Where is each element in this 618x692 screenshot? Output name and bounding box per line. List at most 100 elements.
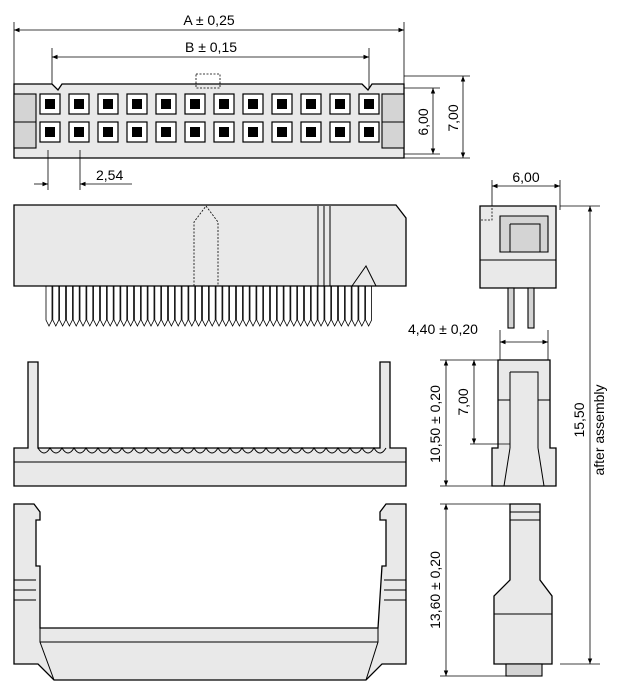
- side-strain-body: [491, 359, 557, 487]
- contact-tooth: [45, 286, 53, 327]
- contact-tooth: [304, 286, 311, 327]
- dimension-b-label: B ± 0,15: [185, 39, 237, 55]
- contact-tooth: [120, 286, 128, 327]
- latch-cover-body: [13, 503, 407, 681]
- dimension-total-height-label: 15,50: [571, 402, 587, 437]
- pin-contact: [306, 127, 316, 137]
- contact-tooth: [52, 286, 60, 327]
- contact-tooth: [181, 286, 189, 327]
- pin-contact: [132, 127, 142, 137]
- pin-contact: [103, 127, 113, 137]
- contact-tooth: [310, 286, 318, 327]
- contact-teeth: [45, 286, 372, 327]
- pin-contact: [364, 127, 374, 137]
- side-latch-body: [493, 503, 553, 665]
- pin-contact: [306, 99, 316, 109]
- contact-tooth: [161, 286, 168, 327]
- left-latch: [13, 93, 37, 149]
- contact-tooth: [188, 286, 196, 327]
- dimension-housing-height-label: 10,50 ± 0,20: [427, 385, 443, 463]
- pin-contact: [335, 99, 345, 109]
- pin-contact: [190, 99, 200, 109]
- contact-tooth: [174, 286, 182, 327]
- contact-tooth: [324, 286, 332, 327]
- pin-contact: [190, 127, 200, 137]
- dimension-row-inner-label: 6,00: [415, 108, 431, 135]
- pin-contact: [277, 99, 287, 109]
- dimension-latch-height-label: 7,00: [455, 388, 471, 415]
- dimension-a-label: A ± 0,25: [183, 12, 234, 28]
- contact-tooth: [66, 286, 73, 327]
- polarization-key-outline: [195, 73, 221, 89]
- pin-contact: [219, 127, 229, 137]
- dimension-strain-offset-label: 4,40 ± 0,20: [408, 321, 478, 337]
- pin-contact: [74, 127, 84, 137]
- pin-contact: [277, 127, 287, 137]
- contact-tooth: [134, 286, 141, 327]
- contact-tooth: [344, 286, 352, 327]
- contact-tooth: [86, 286, 94, 327]
- contact-tooth: [365, 286, 372, 327]
- pin-grid: [39, 93, 380, 143]
- dimension-pitch-label: 2,54: [96, 167, 123, 183]
- pin-contact: [45, 99, 55, 109]
- pin-contact: [248, 127, 258, 137]
- pin-contact: [248, 99, 258, 109]
- pin-contact: [219, 99, 229, 109]
- contact-tooth: [236, 286, 243, 327]
- contact-tooth: [195, 286, 202, 327]
- contact-tooth: [202, 286, 209, 327]
- contact-tooth: [127, 286, 134, 327]
- latch-cover-view: [13, 503, 407, 681]
- contact-tooth: [351, 286, 359, 327]
- contact-tooth: [113, 286, 121, 327]
- strain-relief-body: [13, 361, 407, 487]
- pin-contact: [364, 99, 374, 109]
- contact-tooth: [256, 286, 264, 327]
- contact-tooth: [317, 286, 325, 327]
- contact-tooth: [249, 286, 257, 327]
- contact-tooth: [208, 286, 216, 327]
- pin-contact: [103, 99, 113, 109]
- front-view: [13, 204, 407, 327]
- contact-tooth: [270, 286, 277, 327]
- contact-tooth: [331, 286, 338, 327]
- contact-tooth: [283, 286, 291, 327]
- dimension-total-note: after assembly: [591, 384, 607, 475]
- contact-tooth: [276, 286, 284, 327]
- pin-contact: [74, 99, 84, 109]
- contact-tooth: [100, 286, 107, 327]
- contact-tooth: [222, 286, 230, 327]
- contact-tooth: [215, 286, 223, 327]
- contact-tooth: [229, 286, 236, 327]
- contact-tooth: [93, 286, 100, 327]
- contact-tooth: [263, 286, 270, 327]
- contact-tooth: [358, 286, 366, 327]
- side-view-latch: 13,60 ± 0,20: [427, 503, 553, 677]
- contact-tooth: [154, 286, 162, 327]
- contact-tooth: [72, 286, 80, 327]
- pin-contact: [161, 127, 171, 137]
- contact-tooth: [168, 286, 175, 327]
- top-view: A ± 0,25 B ± 0,15 6,00 7,00 2,54: [13, 12, 470, 190]
- dimension-side-width-label: 6,00: [512, 169, 539, 185]
- front-view-body: [13, 204, 407, 287]
- contact-tooth: [59, 286, 66, 327]
- contact-tooth: [338, 286, 345, 327]
- right-latch: [381, 93, 405, 149]
- contact-tooth: [297, 286, 304, 327]
- cable-grip-wave: [37, 447, 387, 454]
- pin-contact: [132, 99, 142, 109]
- pin-contact: [161, 99, 171, 109]
- side-view-top: 6,00 15,50 after assembly: [479, 169, 607, 665]
- pin-contact: [45, 127, 55, 137]
- strain-relief-view: [13, 361, 407, 487]
- side-view-strain: 4,40 ± 0,20 10,50 ± 0,20 7,00: [408, 321, 557, 487]
- contact-tooth: [290, 286, 298, 327]
- contact-tooth: [79, 286, 87, 327]
- contact-tooth: [147, 286, 155, 327]
- contact-tooth: [242, 286, 250, 327]
- dimension-latch-total-label: 13,60 ± 0,20: [427, 551, 443, 629]
- contact-tooth: [140, 286, 148, 327]
